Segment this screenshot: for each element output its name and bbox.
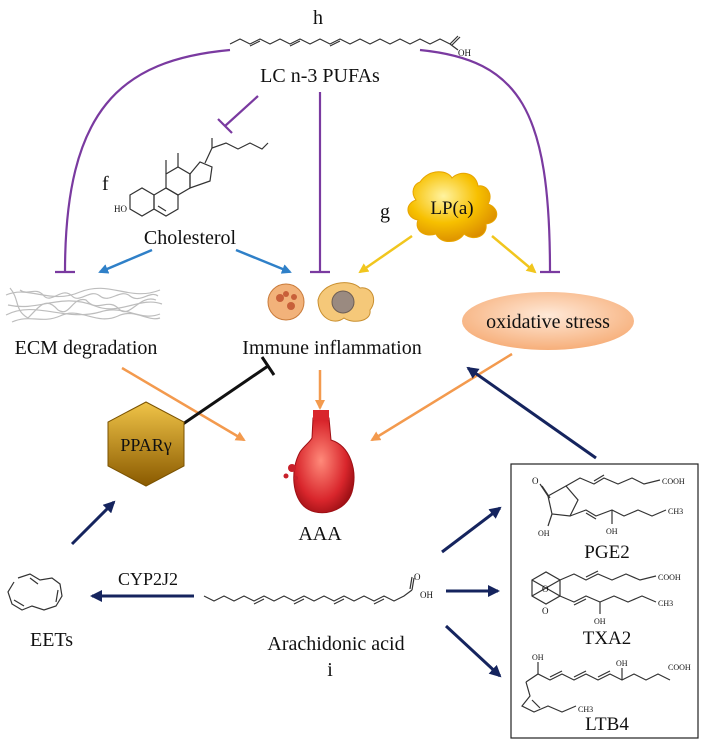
immune-cells-icon (267, 282, 375, 322)
arachidonic-oh-label: OH (420, 590, 433, 600)
lpa-blob-icon (407, 171, 498, 242)
txa2-label: TXA2 (583, 628, 632, 649)
pge2-oh1-label: OH (538, 529, 550, 538)
pge2-oxo-label: O (532, 476, 539, 486)
panel-letter-i: i (327, 659, 333, 681)
aaa-label: AAA (298, 523, 342, 545)
txa2-oh-label: OH (594, 617, 606, 626)
eets-label: EETs (30, 629, 73, 651)
oxidative-stress-ellipse (462, 292, 634, 350)
ltb4-ch3-label: CH3 (578, 705, 593, 714)
lc-pufas-label: LC n-3 PUFAs (260, 65, 380, 87)
pge2-oh2-label: OH (606, 527, 618, 536)
pge2-label: PGE2 (584, 542, 629, 563)
ecm-fiber-icon (5, 287, 163, 323)
panel-letter-f: f (102, 173, 109, 195)
ltb4-cooh-label: COOH (668, 663, 691, 672)
eets-structure-icon (7, 573, 63, 611)
pge2-cooh-label: COOH (662, 477, 685, 486)
arachidonic-oxo-label: O (414, 572, 421, 582)
txa2-structure-icon (531, 570, 657, 614)
arachidonic-to-ltb4-arrow (444, 624, 502, 678)
txa2-cooh-label: COOH (658, 573, 681, 582)
arachidonic-acid-label: Arachidonic acid (267, 633, 404, 655)
pge2-structure-icon (539, 474, 667, 527)
panel-letter-h: h (313, 7, 323, 29)
pufa-structure-icon (229, 35, 461, 51)
ppar-label: PPARγ (120, 435, 171, 455)
ltb4-oh2-label: OH (616, 659, 628, 668)
eicosanoid-box (510, 463, 699, 739)
pufa-oh-label: OH (458, 48, 471, 58)
lpa-to-oxidative-arrow (491, 235, 537, 274)
cholesterol-ho-label: HO (114, 204, 127, 214)
txa2-ch3-label: CH3 (658, 599, 673, 608)
oxidative-to-aaa-arrow (370, 352, 513, 442)
cholesterol-to-immune-arrow (235, 248, 292, 274)
pufa-inhibit-ecm (55, 48, 231, 274)
pufa-inhibit-immune (310, 92, 330, 274)
lpa-label: LP(a) (430, 198, 473, 219)
ppar-inhibit-immune (179, 356, 276, 428)
ppar-hexagon (107, 401, 185, 487)
arachidonic-structure-icon (203, 576, 415, 605)
ltb4-label: LTB4 (585, 714, 629, 735)
lpa-to-immune-arrow (358, 234, 413, 274)
cyp2j2-label: CYP2J2 (118, 569, 178, 589)
eicosanoids-to-immune-arrow (466, 366, 597, 460)
immune-inflammation-label: Immune inflammation (242, 337, 421, 359)
pufa-inhibit-oxidative (419, 48, 560, 274)
ltb4-structure-icon (521, 662, 671, 713)
pge2-ch3-label: CH3 (668, 507, 683, 516)
eets-to-ppar-arrow (70, 500, 116, 546)
ecm-degradation-label: ECM degradation (15, 337, 158, 359)
oxidative-stress-label: oxidative stress (486, 311, 610, 333)
arachidonic-to-pge2-arrow (441, 506, 502, 554)
pufa-inhibit-cholesterol (217, 95, 259, 134)
ltb4-oh1-label: OH (532, 653, 544, 662)
aaa-aneurysm-icon (283, 410, 355, 514)
txa2-o1-label: O (542, 584, 549, 594)
txa2-o2-label: O (542, 606, 549, 616)
cholesterol-label: Cholesterol (144, 227, 237, 249)
ecm-to-aaa-arrow (121, 366, 246, 442)
panel-letter-g: g (380, 201, 390, 223)
cholesterol-to-ecm-arrow (98, 248, 153, 274)
cholesterol-structure-icon (129, 138, 269, 217)
